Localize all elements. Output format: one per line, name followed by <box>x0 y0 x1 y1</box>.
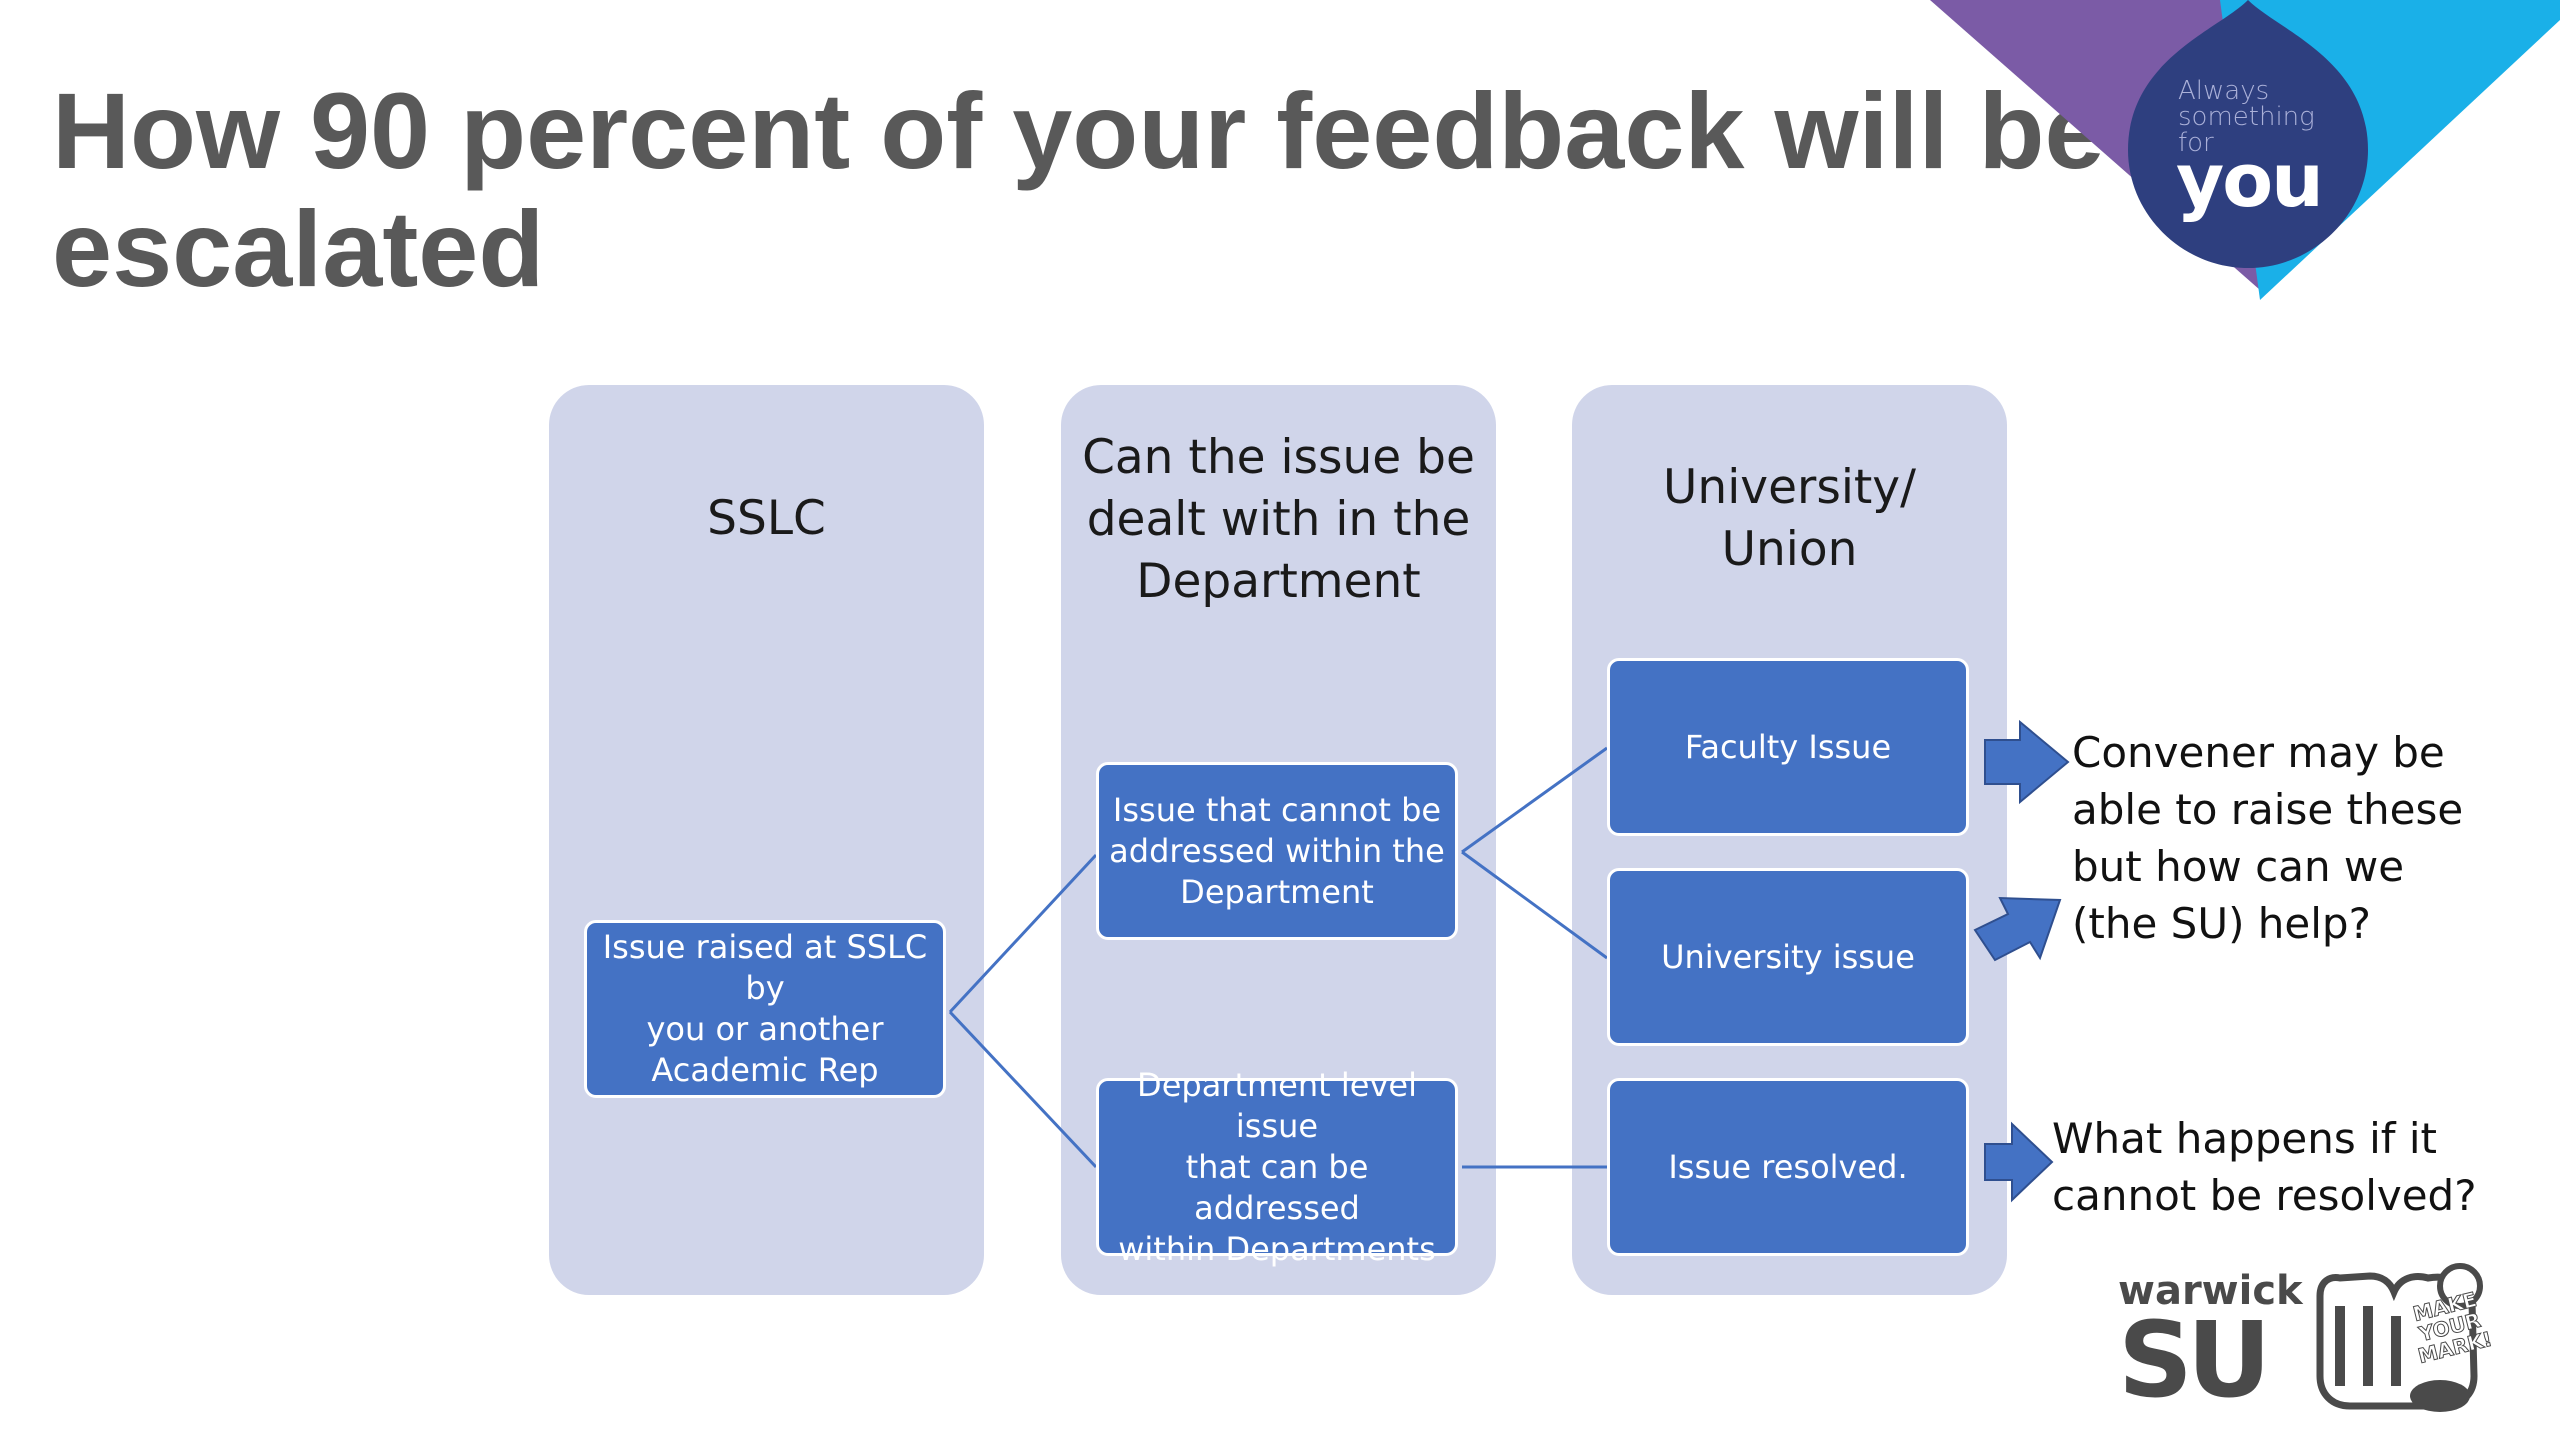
node-faculty-issue: Faculty Issue <box>1607 658 1969 836</box>
note-line: but how can we <box>2072 842 2405 891</box>
brand-tagline-line: Always <box>2178 76 2270 106</box>
column-heading-line: Can the issue be <box>1082 430 1475 485</box>
brand-tagline-line: for <box>2178 128 2214 158</box>
note-line: Convener may be <box>2072 728 2445 777</box>
warwick-logo-text: warwick <box>2118 1268 2303 1314</box>
node-issue-raised-sslc: Issue raised at SSLC by you or another A… <box>584 920 946 1098</box>
brand-tagline-emphasis: you <box>2176 138 2324 224</box>
column-heading-line: dealt with in the <box>1086 492 1471 547</box>
node-line: University issue <box>1661 937 1915 976</box>
node-line: Issue that cannot be <box>1112 790 1442 829</box>
column-sslc: SSLC <box>549 385 984 1295</box>
make-your-mark-logo <box>2316 1263 2483 1412</box>
column-heading-university-union: University/ Union <box>1572 457 2007 581</box>
node-line: Department level issue <box>1137 1065 1417 1145</box>
note-line: cannot be resolved? <box>2052 1171 2477 1220</box>
note-line: (the SU) help? <box>2072 899 2371 948</box>
note-line: What happens if it <box>2052 1114 2438 1163</box>
column-heading-line: SSLC <box>707 491 826 546</box>
node-issue-cannot-be-addressed: Issue that cannot be addressed within th… <box>1096 762 1458 940</box>
node-line: within Departments <box>1118 1229 1436 1268</box>
node-university-issue: University issue <box>1607 868 1969 1046</box>
column-heading-department: Can the issue be dealt with in the Depar… <box>1061 427 1496 613</box>
brand-tagline: Always something for <box>2178 78 2315 156</box>
note-unresolved: What happens if it cannot be resolved? <box>2052 1110 2477 1224</box>
node-line: Issue raised at SSLC by <box>602 928 928 1007</box>
node-line: you or another <box>646 1010 884 1048</box>
brand-tagline-line: something <box>2178 102 2315 132</box>
node-issue-resolved: Issue resolved. <box>1607 1078 1969 1256</box>
node-line: Department <box>1180 872 1374 911</box>
note-line: able to raise these <box>2072 785 2464 834</box>
brand-badge-shape <box>2128 0 2368 268</box>
node-line: Issue resolved. <box>1668 1147 1908 1186</box>
slide-title: How 90 percent of your feedback will be … <box>52 72 2152 308</box>
slide-title-line-2: escalated <box>52 188 545 309</box>
note-convener: Convener may be able to raise these but … <box>2072 724 2463 952</box>
column-heading-line: Union <box>1721 522 1858 577</box>
node-line: Faculty Issue <box>1684 727 1892 766</box>
node-line: Academic Rep <box>651 1051 879 1089</box>
column-heading-line: Department <box>1136 554 1421 609</box>
column-heading-sslc: SSLC <box>549 488 984 550</box>
node-line: that can be addressed <box>1185 1147 1369 1227</box>
column-heading-line: University/ <box>1663 460 1916 515</box>
su-logo-mark: SU <box>2118 1299 2271 1421</box>
slide-title-line-1: How 90 percent of your feedback will be <box>52 70 2105 191</box>
node-department-level-issue: Department level issue that can be addre… <box>1096 1066 1458 1268</box>
node-line: addressed within the <box>1109 831 1445 870</box>
